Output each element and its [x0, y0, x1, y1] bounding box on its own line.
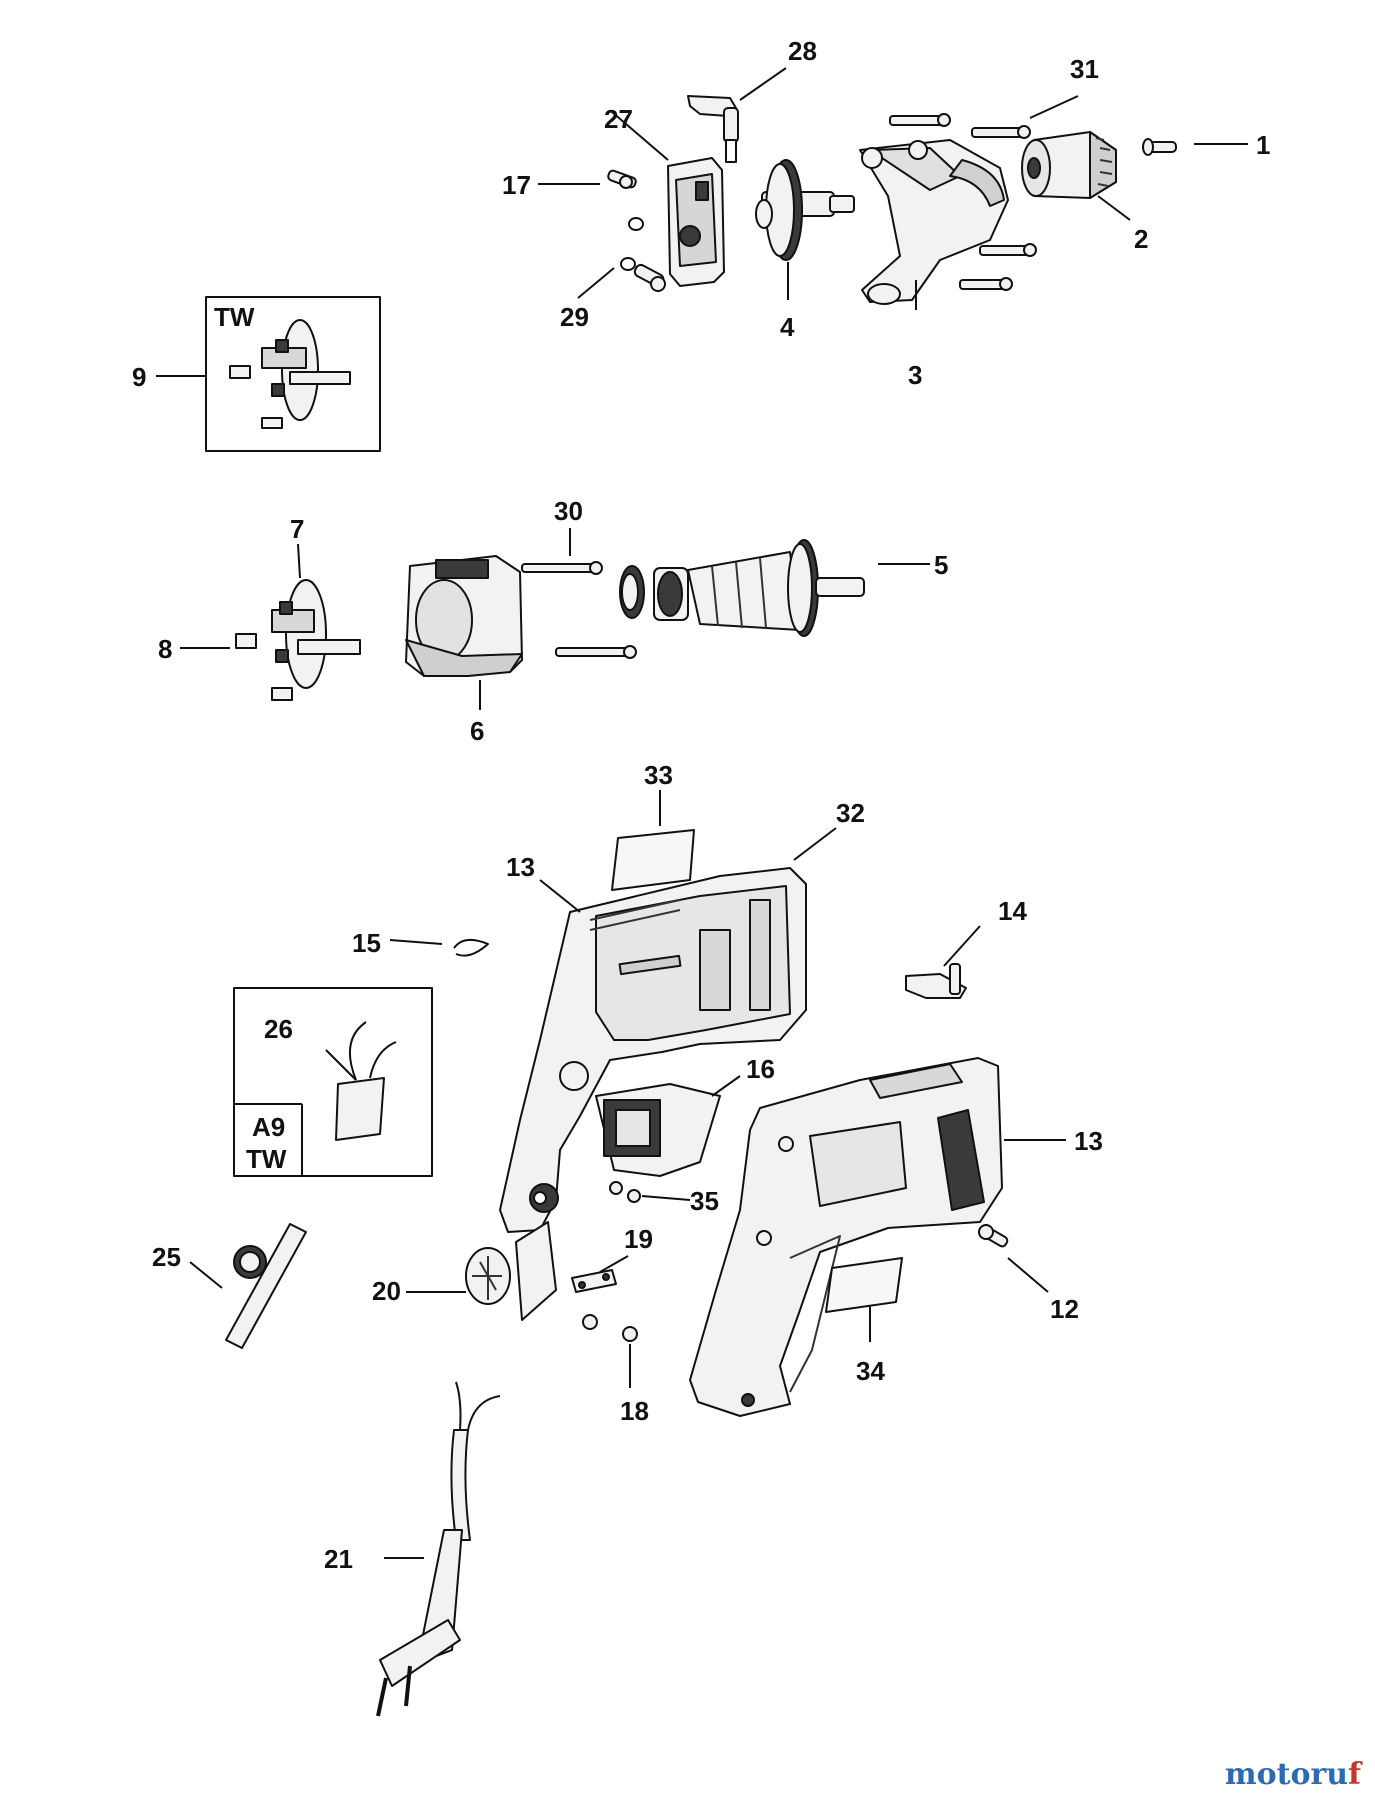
callout-34: 34 — [856, 1356, 885, 1386]
callout-16: 16 — [746, 1054, 775, 1084]
part-13-housing-left — [499, 867, 807, 1233]
part-14-lock-button — [905, 963, 967, 999]
part-28-shift-lever — [687, 95, 739, 163]
callout-13-left: 13 — [506, 852, 535, 882]
callout-9: 9 — [132, 362, 146, 392]
callout-12: 12 — [1050, 1294, 1079, 1324]
callout-15: 15 — [352, 928, 381, 958]
part-30-screw-upper — [521, 561, 603, 575]
tw-box-label-lower: TW — [246, 1144, 287, 1174]
callout-30: 30 — [554, 496, 583, 526]
callout-29: 29 — [560, 302, 589, 332]
part-30-screw-lower — [555, 645, 637, 659]
watermark-part2: f — [1348, 1757, 1361, 1792]
part-9-brush-plate — [229, 319, 351, 429]
part-4-gear-shaft — [755, 159, 855, 261]
part-27-gear-housing — [667, 157, 725, 287]
part-18-screws — [582, 1314, 638, 1342]
part-8-brush — [235, 633, 257, 649]
watermark: motoruf — [1225, 1757, 1361, 1792]
washer-1 — [628, 217, 644, 231]
part-7-brush-plate — [271, 579, 361, 689]
part-1-screw — [1142, 138, 1177, 156]
callout-27: 27 — [604, 104, 633, 134]
callout-8: 8 — [158, 634, 172, 664]
callout-4: 4 — [780, 312, 795, 342]
part-9-box — [205, 296, 381, 452]
part-6-stator — [405, 555, 523, 677]
callout-17: 17 — [502, 170, 531, 200]
part-21-cable — [450, 1381, 501, 1541]
callout-2: 2 — [1134, 224, 1148, 254]
part-3-gear-case — [859, 139, 1009, 305]
callout-3: 3 — [908, 360, 922, 390]
callout-19: 19 — [624, 1224, 653, 1254]
callout-26: 26 — [264, 1014, 293, 1044]
watermark-part1: motoru — [1224, 1757, 1349, 1792]
callout-13-right: 13 — [1074, 1126, 1103, 1156]
brush-2 — [271, 687, 293, 701]
callout-14: 14 — [998, 896, 1027, 926]
callout-32: 32 — [836, 798, 865, 828]
part-26-carbon-brush — [335, 1021, 397, 1141]
part-25-chuck-key — [225, 1223, 307, 1349]
callout-6: 6 — [470, 716, 484, 746]
callout-20: 20 — [372, 1276, 401, 1306]
a9-box-label: A9 — [252, 1112, 285, 1142]
part-29-screw — [620, 257, 666, 292]
callout-5: 5 — [934, 550, 948, 580]
part-34-label — [825, 1257, 903, 1313]
callout-28: 28 — [788, 36, 817, 66]
callout-21: 21 — [324, 1544, 353, 1574]
callout-1: 1 — [1256, 130, 1270, 160]
part-19-cord-clamp — [571, 1269, 617, 1293]
part-5-armature — [619, 539, 865, 637]
part-13-housing-right — [689, 1057, 1003, 1417]
callout-33: 33 — [644, 760, 673, 790]
part-12-screw — [978, 1224, 1009, 1248]
part-21-plug — [376, 1529, 463, 1717]
part-33-label — [611, 829, 695, 891]
part-35-screws — [609, 1181, 641, 1203]
leader-lines — [156, 67, 1248, 1559]
callout-18: 18 — [620, 1396, 649, 1426]
callout-31: 31 — [1070, 54, 1099, 84]
tw-box-label: TW — [214, 302, 255, 332]
part-2-chuck — [1021, 131, 1117, 199]
part-17-screw — [607, 169, 637, 189]
part-15-clip — [453, 938, 489, 957]
callout-35: 35 — [690, 1186, 719, 1216]
callout-7: 7 — [290, 514, 304, 544]
part-26-box — [233, 987, 433, 1177]
part-20-strain-relief — [465, 1221, 557, 1321]
part-16-switch — [595, 1083, 721, 1177]
callout-labels: 28 27 17 29 4 3 31 1 2 9 TW 7 8 6 30 5 3… — [132, 36, 1270, 1574]
part-31-screws — [889, 113, 1037, 291]
callout-25: 25 — [152, 1242, 181, 1272]
